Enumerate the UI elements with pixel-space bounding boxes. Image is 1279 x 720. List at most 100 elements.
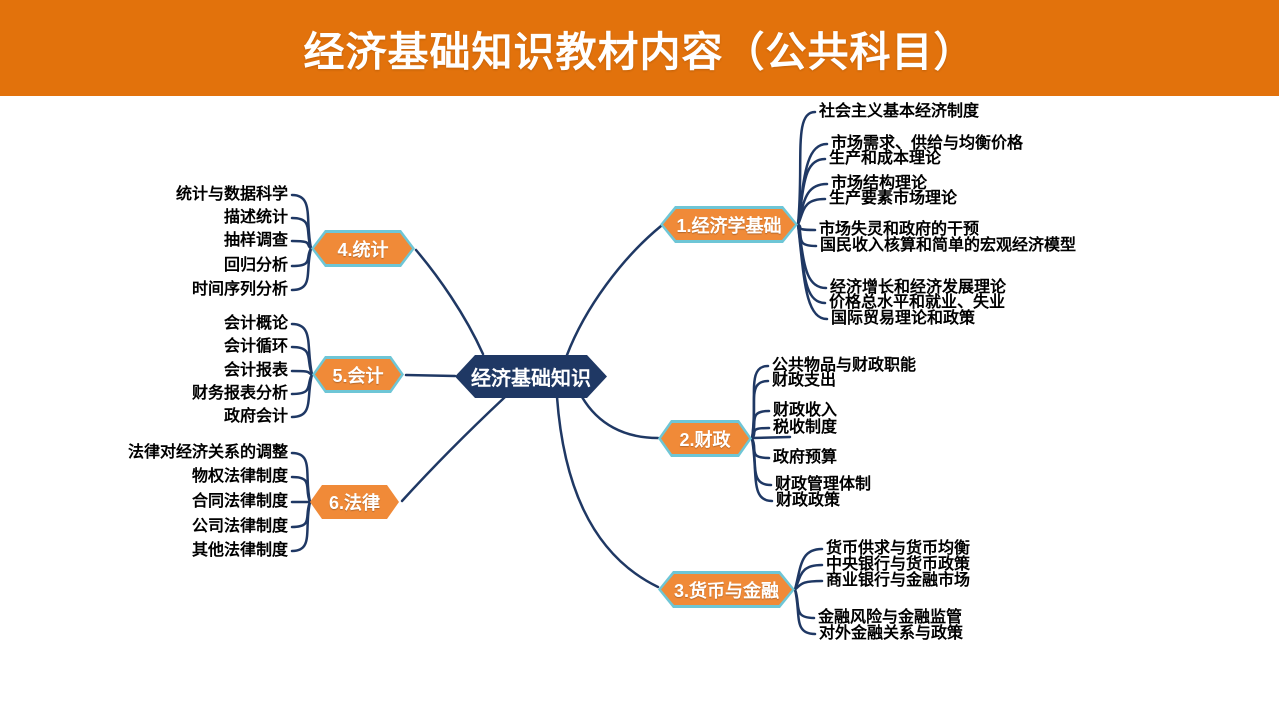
connector-branch6-leaf-5 <box>290 500 312 553</box>
connector-branch5-leaf-3 <box>290 369 314 376</box>
central-topic-shape <box>455 355 607 398</box>
leaf-label: 市场失灵和政府的干预 <box>819 221 980 238</box>
connector-center-branch-6 <box>400 395 507 503</box>
branch-node-finance: 2.财政 <box>658 420 752 457</box>
connector-branch1-leaf-2 <box>796 142 829 226</box>
leaf-label: 财政管理体制 <box>775 476 872 493</box>
branch-node-accounting-label: 5.会计 <box>332 365 384 386</box>
title-banner: 经济基础知识教材内容（公共科目） <box>0 0 1279 96</box>
connector-center-branch-1 <box>565 224 663 357</box>
leaf-label: 经济增长和经济发展理论 <box>830 279 1007 296</box>
connector-center-branch-4 <box>414 248 485 356</box>
leaf-label: 公共物品与财政职能 <box>772 357 917 374</box>
leaf-label: 中央银行与货币政策 <box>826 556 971 573</box>
branch-node-economics: 1.经济学基础 <box>660 206 798 243</box>
connector-branch2-leaf-5 <box>750 437 771 460</box>
connector-branch1-leaf-1 <box>796 110 817 226</box>
branch-node-economics-shape <box>663 209 795 240</box>
branch-node-statistics-label: 4.统计 <box>337 239 389 260</box>
leaf-label: 描述统计 <box>223 209 288 226</box>
connector-branch1-leaf-3 <box>796 157 827 226</box>
connector-branch2-leaf-2 <box>750 379 770 440</box>
branch-node-finance-label: 2.财政 <box>679 429 731 450</box>
page-title: 经济基础知识教材内容（公共科目） <box>303 29 976 75</box>
connector-branch3-leaf-4 <box>793 588 816 620</box>
connector-branch2-leaf-4 <box>750 426 771 440</box>
leaf-label: 价格总水平和就业、失业 <box>829 294 1006 311</box>
connector-branch4-leaf-2 <box>290 216 313 250</box>
leaf-label: 会计概论 <box>223 315 288 332</box>
branch-node-statistics: 4.统计 <box>311 230 415 267</box>
leaf-label: 税收制度 <box>773 419 838 436</box>
branch-node-money-banking-shape <box>661 574 792 605</box>
leaf-label: 抽样调查 <box>223 232 288 249</box>
connector-branch3-leaf-2 <box>793 563 824 591</box>
leaf-label: 商业银行与金融市场 <box>826 572 971 589</box>
connector-branch3-leaf-3 <box>793 579 824 591</box>
connector-branch4-leaf-1 <box>290 193 313 250</box>
connector-branch4-leaf-5 <box>290 247 313 292</box>
leaf-label: 统计与数据科学 <box>175 186 288 203</box>
branch-node-money-banking-label: 3.货币与金融 <box>673 580 779 601</box>
leaf-label: 财务报表分析 <box>191 385 288 402</box>
branch-node-accounting: 5.会计 <box>312 356 404 393</box>
leaf-label: 社会主义基本经济制度 <box>819 103 980 120</box>
central-topic-label: 经济基础知识 <box>471 368 591 390</box>
connector-branch1-leaf-4 <box>796 182 829 226</box>
leaf-label: 物权法律制度 <box>191 468 288 485</box>
connector-branch2-leaf-6 <box>750 437 773 487</box>
connector-branch4-leaf-3 <box>290 239 313 250</box>
connector-branch2-leaf-1 <box>750 364 770 440</box>
connector-center-branch-2 <box>580 395 660 440</box>
leaf-label: 政府预算 <box>773 449 838 466</box>
branch-node-law-shape <box>310 485 399 519</box>
leaf-label: 合同法律制度 <box>191 493 288 510</box>
branch-node-economics-label: 1.经济学基础 <box>676 215 782 236</box>
connector-branch2-leaf-3 <box>750 409 771 440</box>
connector-branch4-leaf-4 <box>290 247 313 268</box>
branch-node-statistics-shape <box>314 233 412 264</box>
connector-branch5-leaf-1 <box>290 322 314 376</box>
leaf-label: 回归分析 <box>223 257 288 274</box>
connector-branch1-leaf-7 <box>796 223 818 248</box>
leaf-label: 财政政策 <box>776 492 841 509</box>
connector-center-branch-5 <box>404 373 457 378</box>
connector-branch6-leaf-1 <box>290 451 312 504</box>
leaf-label: 国际贸易理论和政策 <box>831 310 976 327</box>
connector-branch2-leaf-7 <box>750 437 774 503</box>
branch-node-finance-shape <box>661 423 749 454</box>
leaf-label: 市场结构理论 <box>831 175 928 192</box>
branch-node-accounting-shape <box>315 359 401 390</box>
leaf-label: 货币供求与货币均衡 <box>826 540 971 557</box>
leaf-label: 财政收入 <box>773 402 838 419</box>
leaf-label: 其他法律制度 <box>191 542 288 559</box>
connector-branch5-leaf-2 <box>290 345 314 376</box>
central-topic-node: 经济基础知识 <box>455 355 607 398</box>
branch-node-law-label: 6.法律 <box>328 493 380 513</box>
leaf-label: 金融风险与金融监管 <box>818 609 963 626</box>
leaf-label: 会计循环 <box>223 338 288 355</box>
connector-branch6-leaf-4 <box>290 500 312 529</box>
connector-branch3-leaf-1 <box>793 547 824 591</box>
connector-branch3-leaf-5 <box>793 588 817 636</box>
leaf-label: 会计报表 <box>223 362 288 379</box>
leaf-label: 对外金融关系与政策 <box>819 625 964 642</box>
leaf-label: 法律对经济关系的调整 <box>127 444 288 461</box>
leaf-label: 生产和成本理论 <box>829 150 942 167</box>
leaf-label: 生产要素市场理论 <box>829 190 958 207</box>
leaf-label: 财政支出 <box>772 372 837 389</box>
leaf-label: 国民收入核算和简单的宏观经济模型 <box>820 237 1077 254</box>
branch-node-law: 6.法律 <box>310 485 399 519</box>
connector-center-branch-3 <box>555 395 660 589</box>
connector-branch5-leaf-5 <box>290 373 314 419</box>
leaf-label: 政府会计 <box>223 408 288 425</box>
leaf-label: 公司法律制度 <box>191 518 288 535</box>
branch-node-money-banking: 3.货币与金融 <box>658 571 795 608</box>
leaf-label: 时间序列分析 <box>191 281 288 298</box>
leaf-label: 市场需求、供给与均衡价格 <box>831 135 1024 152</box>
connector-branch6-leaf-2 <box>290 475 312 504</box>
connector-branch5-leaf-4 <box>290 373 314 396</box>
